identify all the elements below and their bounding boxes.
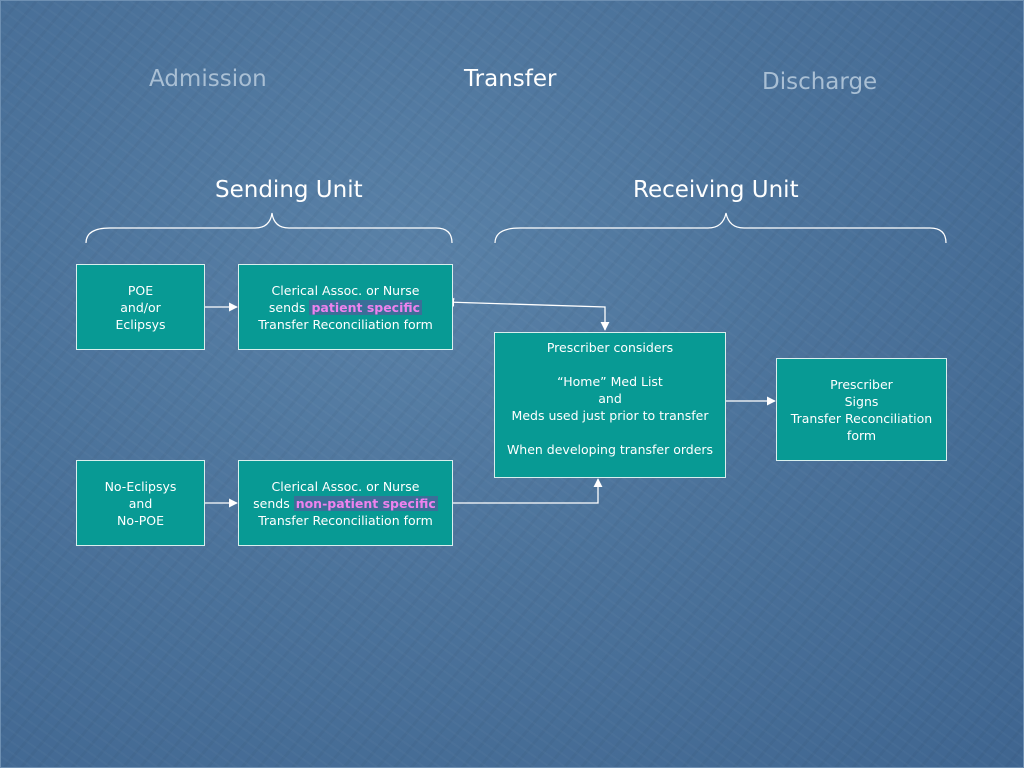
poe-line-3: Eclipsys (115, 316, 166, 332)
arrow-clerical-to-prescriber-considers (445, 297, 610, 331)
prescriber-considers-line-3: and (598, 391, 622, 406)
non-patient-specific-highlight: non-patient specific (293, 495, 438, 511)
prescriber-signs-line-4: form (846, 427, 877, 443)
clerical-patient-sends: sends (268, 299, 310, 315)
no-eclipsys-line-2: and (128, 495, 153, 511)
prescriber-considers-line-5: When developing transfer orders (506, 442, 714, 457)
tab-admission: Admission (149, 66, 267, 92)
tab-transfer: Transfer (464, 66, 557, 92)
patient-specific-highlight: patient specific (309, 299, 423, 315)
poe-line-2: and/or (120, 299, 161, 315)
clerical-nonpatient-line-1: Clerical Assoc. or Nurse (271, 478, 420, 494)
clerical-patient-line-2: sends patient specific (268, 299, 423, 316)
prescriber-considers-line-1: Prescriber considers (546, 340, 674, 355)
prescriber-signs-line-2: Signs (844, 393, 879, 409)
clerical-non-patient-specific-box: Clerical Assoc. or Nurse sends non-patie… (238, 460, 453, 546)
receiving-unit-label: Receiving Unit (633, 177, 799, 203)
poe-line-1: POE (127, 282, 154, 298)
clerical-nonpatient-sends: sends (253, 495, 294, 511)
prescriber-considers-line-4: Meds used just prior to transfer (511, 408, 709, 423)
no-eclipsys-line-1: No-Eclipsys (104, 478, 177, 494)
clerical-nonpatient-line-2: sends non-patient specific (253, 495, 438, 512)
sending-unit-label: Sending Unit (215, 177, 363, 203)
clerical-nonpatient-line-3: Transfer Reconciliation form (258, 512, 433, 528)
prescriber-signs-line-3: Transfer Reconciliation (790, 410, 933, 426)
receiving-unit-brace (494, 212, 947, 244)
clerical-patient-specific-box: Clerical Assoc. or Nurse sends patient s… (238, 264, 453, 350)
clerical-patient-line-1: Clerical Assoc. or Nurse (271, 282, 420, 298)
no-eclipsys-line-3: No-POE (116, 512, 164, 528)
tab-discharge: Discharge (762, 69, 878, 95)
sending-unit-brace (85, 212, 453, 244)
clerical-patient-line-3: Transfer Reconciliation form (258, 316, 433, 332)
prescriber-considers-box: Prescriber considers “Home” Med List and… (494, 332, 726, 478)
poe-box: POE and/or Eclipsys (76, 264, 205, 350)
arrow-nonpatient-to-prescriber-considers (452, 478, 603, 504)
prescriber-considers-line-2: “Home” Med List (557, 374, 663, 389)
no-eclipsys-box: No-Eclipsys and No-POE (76, 460, 205, 546)
prescriber-signs-box: Prescriber Signs Transfer Reconciliation… (776, 358, 947, 461)
prescriber-signs-line-1: Prescriber (830, 376, 893, 392)
